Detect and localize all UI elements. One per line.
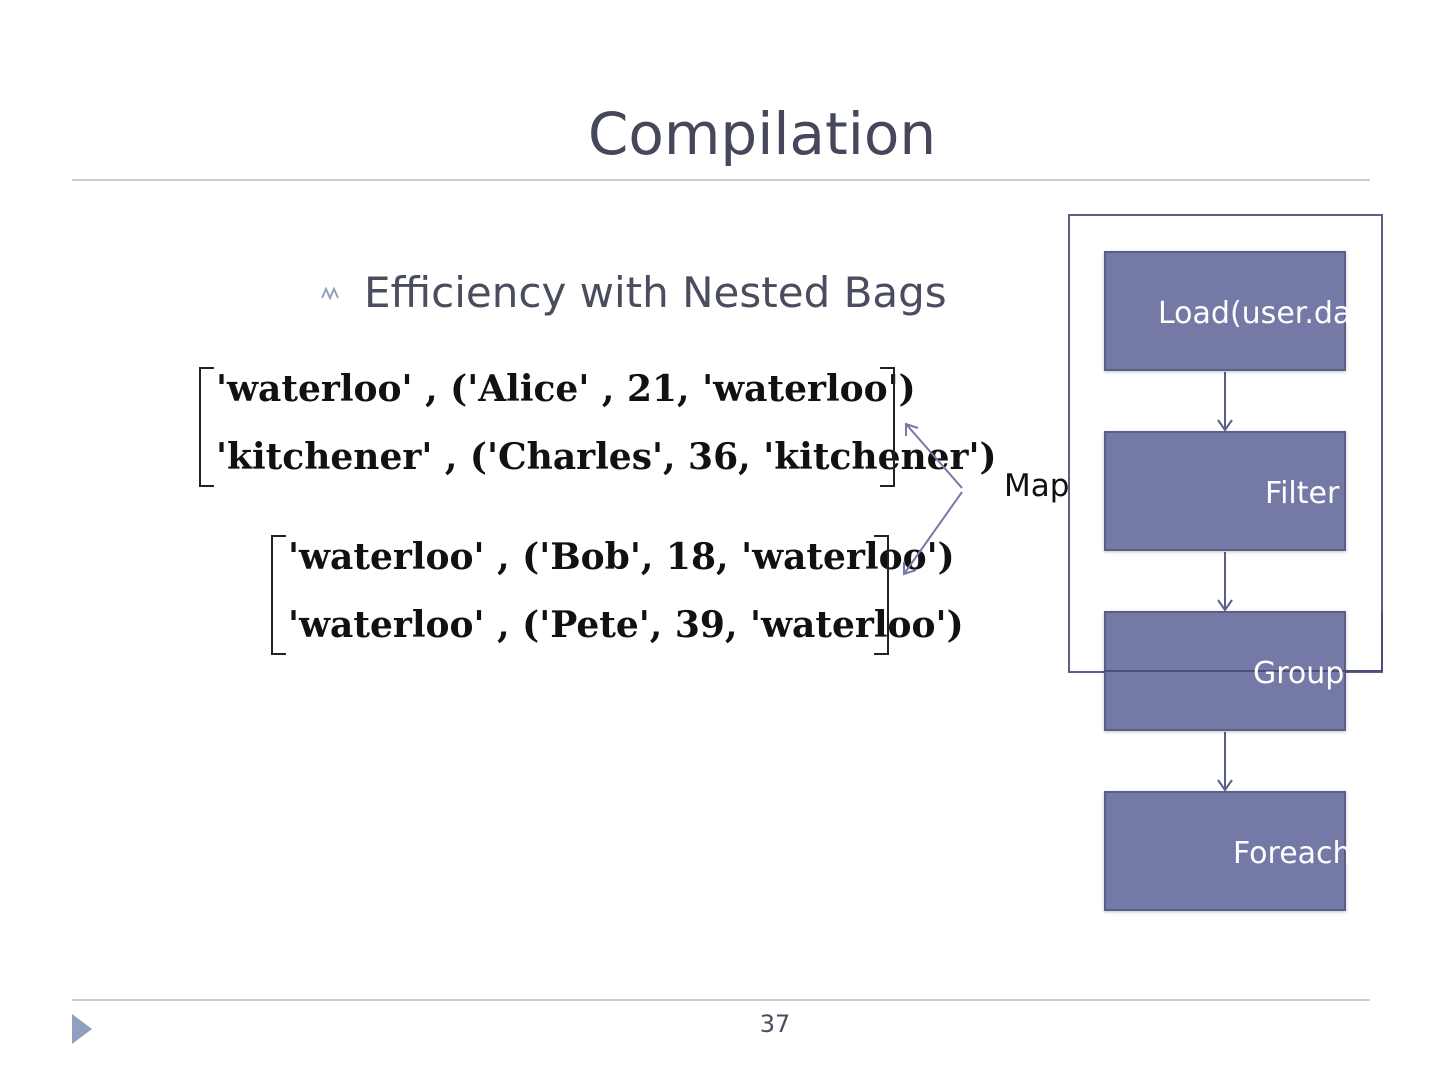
step-box-load: [1104, 251, 1346, 371]
bag2-row2: 'waterloo' , ('Pete', 39, 'waterloo'): [288, 604, 964, 646]
bullet-icon: [316, 282, 346, 304]
step-label-foreach: Foreach: [1233, 836, 1352, 871]
step-label-group: Group: [1253, 656, 1345, 691]
map-label: Map: [1004, 468, 1070, 504]
slide-title: Compilation: [587, 100, 937, 168]
bag2-left-bracket: [271, 535, 286, 655]
bullet-text: Efficiency with Nested Bags: [364, 268, 947, 317]
step-label-load: Load(user.dat): [1158, 296, 1375, 331]
page-number: 37: [759, 1010, 791, 1038]
title-divider: [72, 179, 1370, 181]
step-box-filter: [1104, 431, 1346, 551]
footer-divider: [72, 999, 1370, 1001]
bag1-left-bracket: [199, 367, 214, 487]
bullet-item: Efficiency with Nested Bags: [316, 268, 947, 317]
step-box-foreach: [1104, 791, 1346, 911]
bag1-row2: 'kitchener' , ('Charles', 36, 'kitchener…: [216, 436, 997, 478]
bag1-row1: 'waterloo' , ('Alice' , 21, 'waterloo'): [216, 368, 916, 410]
map-arrow-upper-head: [905, 422, 919, 436]
bag2-row1: 'waterloo' , ('Bob', 18, 'waterloo'): [288, 536, 955, 578]
step-label-filter: Filter: [1265, 476, 1340, 511]
